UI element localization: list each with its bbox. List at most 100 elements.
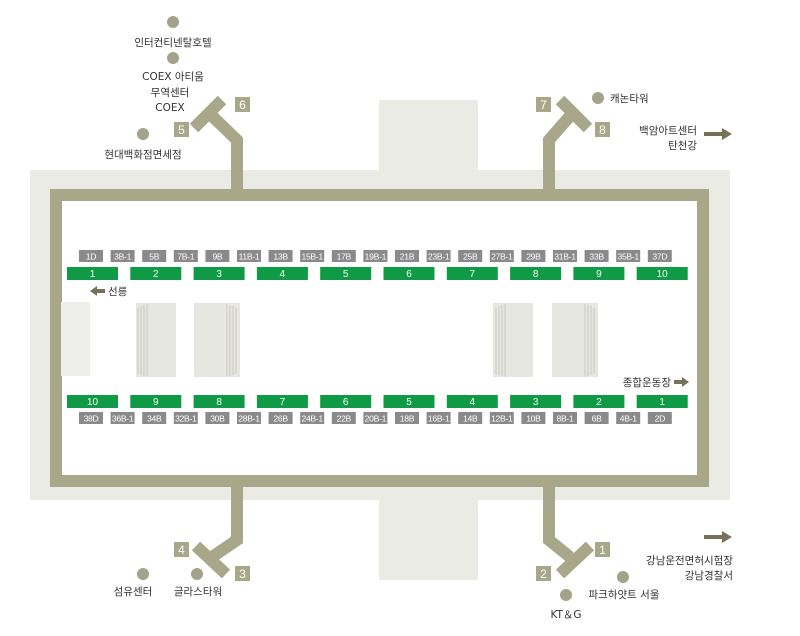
track-label: 13B (273, 252, 288, 262)
arrow-right-icon (704, 531, 732, 543)
track-label: 7B-1 (177, 252, 194, 262)
gate-bar (510, 395, 562, 408)
track-label-box (173, 412, 198, 424)
gate-number: 9 (153, 397, 159, 408)
corridor-exits-5-6 (207, 111, 243, 189)
gate-number: 5 (343, 269, 349, 280)
track-label-box (521, 250, 546, 262)
track-label: 4B-1 (620, 414, 637, 424)
track-label: 1D (86, 252, 96, 262)
track-label-box (268, 412, 293, 424)
intercontinental-label: 인터컨티넨탈호텔 (134, 36, 211, 49)
exit-bar-3-4 (191, 541, 231, 579)
gate-number: 1 (659, 397, 665, 408)
canon-tower-label: 캐논타워 (610, 92, 649, 105)
gate-number: 6 (343, 397, 349, 408)
track-label-box (647, 250, 672, 262)
exit-4-box (174, 542, 189, 557)
park-hyatt-dot (617, 571, 629, 583)
track-label: 10B (526, 414, 541, 424)
stair-left-2 (194, 303, 240, 377)
track-label-box (237, 412, 261, 424)
police-label: 강남경찰서 (685, 569, 733, 582)
plaza-north-extension (379, 100, 478, 172)
ktg-dot (560, 589, 572, 601)
exit-2-box (536, 566, 551, 581)
exit-3-box (235, 566, 250, 581)
canon-tower-dot (592, 92, 604, 104)
exit-1-box (595, 542, 610, 557)
track-label: 25B (463, 252, 478, 262)
plaza-south-extension (379, 498, 478, 580)
gate-number: 2 (596, 397, 602, 408)
track-label-box (205, 250, 230, 262)
track-label: 21B (400, 252, 415, 262)
gate-bar (636, 395, 688, 408)
exit-corridors (207, 111, 575, 562)
corridor-exits-7-8 (543, 112, 575, 189)
textile-center-dot (137, 568, 149, 580)
track-label: 22B (337, 414, 352, 424)
ktg-label: KT＆G (550, 609, 581, 621)
exit-3-label: 3 (239, 567, 246, 581)
direction-left: 선릉 (90, 286, 128, 298)
exit-7-label: 7 (540, 98, 547, 112)
exit-4-label: 4 (178, 543, 185, 557)
track-label-box (110, 250, 135, 262)
gate-bar (383, 267, 435, 280)
outside-arrows (704, 128, 732, 543)
direction-left-label: 선릉 (108, 286, 128, 298)
track-label-box (331, 250, 356, 262)
exit-bar-5-6 (189, 95, 227, 133)
gate-bar (193, 267, 245, 280)
exit-6-label: 6 (239, 98, 246, 112)
track-label: 30B (210, 414, 225, 424)
track-label: 23B-1 (428, 252, 450, 262)
track-label: 18B (400, 414, 415, 424)
track-label-box (173, 250, 198, 262)
track-label: 31B-1 (554, 252, 576, 262)
track-label-box (426, 412, 451, 424)
track-label: 37D (652, 252, 667, 262)
stair-left-edge (61, 302, 90, 376)
landmark-labels: 인터컨티넨탈호텔 COEX 아티움 무역센터 COEX 현대백화점면세점 캐논타… (104, 36, 733, 621)
track-label-box (363, 250, 388, 262)
track-label-box (426, 250, 451, 262)
track-label-box (489, 412, 514, 424)
exit-8-label: 8 (599, 123, 606, 137)
track-label: 17B (337, 252, 352, 262)
gate-number: 9 (596, 269, 602, 280)
corridor-exits-1-2 (543, 487, 574, 562)
track-label: 8B-1 (557, 414, 574, 424)
gate-number: 4 (470, 397, 476, 408)
track-label-box (553, 412, 577, 424)
exit-number-boxes: 5 6 7 8 4 3 2 1 (174, 97, 610, 581)
track-label-box (395, 250, 419, 262)
track-label: 16B-1 (428, 414, 450, 424)
gate-number: 8 (216, 397, 222, 408)
corridor-exits-3-4 (208, 487, 243, 562)
platform-structures (61, 302, 598, 377)
gate-bar (446, 395, 498, 408)
gate-bar (573, 267, 625, 280)
gate-number: 7 (470, 269, 476, 280)
track-label: 6B (592, 414, 602, 424)
stair-left (136, 303, 176, 377)
track-label-box (79, 412, 103, 424)
track-label-box (395, 412, 419, 424)
gate-number: 10 (657, 269, 669, 280)
gate-number: 7 (280, 397, 286, 408)
gate-bar (130, 395, 182, 408)
track-label: 11B-1 (239, 252, 260, 262)
glass-tower-dot (191, 568, 203, 580)
track-label-box (584, 250, 609, 262)
track-label: 26B (273, 414, 288, 424)
track-label-box (331, 412, 356, 424)
track-label: 2D (655, 414, 665, 424)
exit-2-label: 2 (540, 567, 547, 581)
exit-t-bars (189, 95, 595, 579)
track-label-box (616, 412, 641, 424)
track-label-box (142, 250, 167, 262)
